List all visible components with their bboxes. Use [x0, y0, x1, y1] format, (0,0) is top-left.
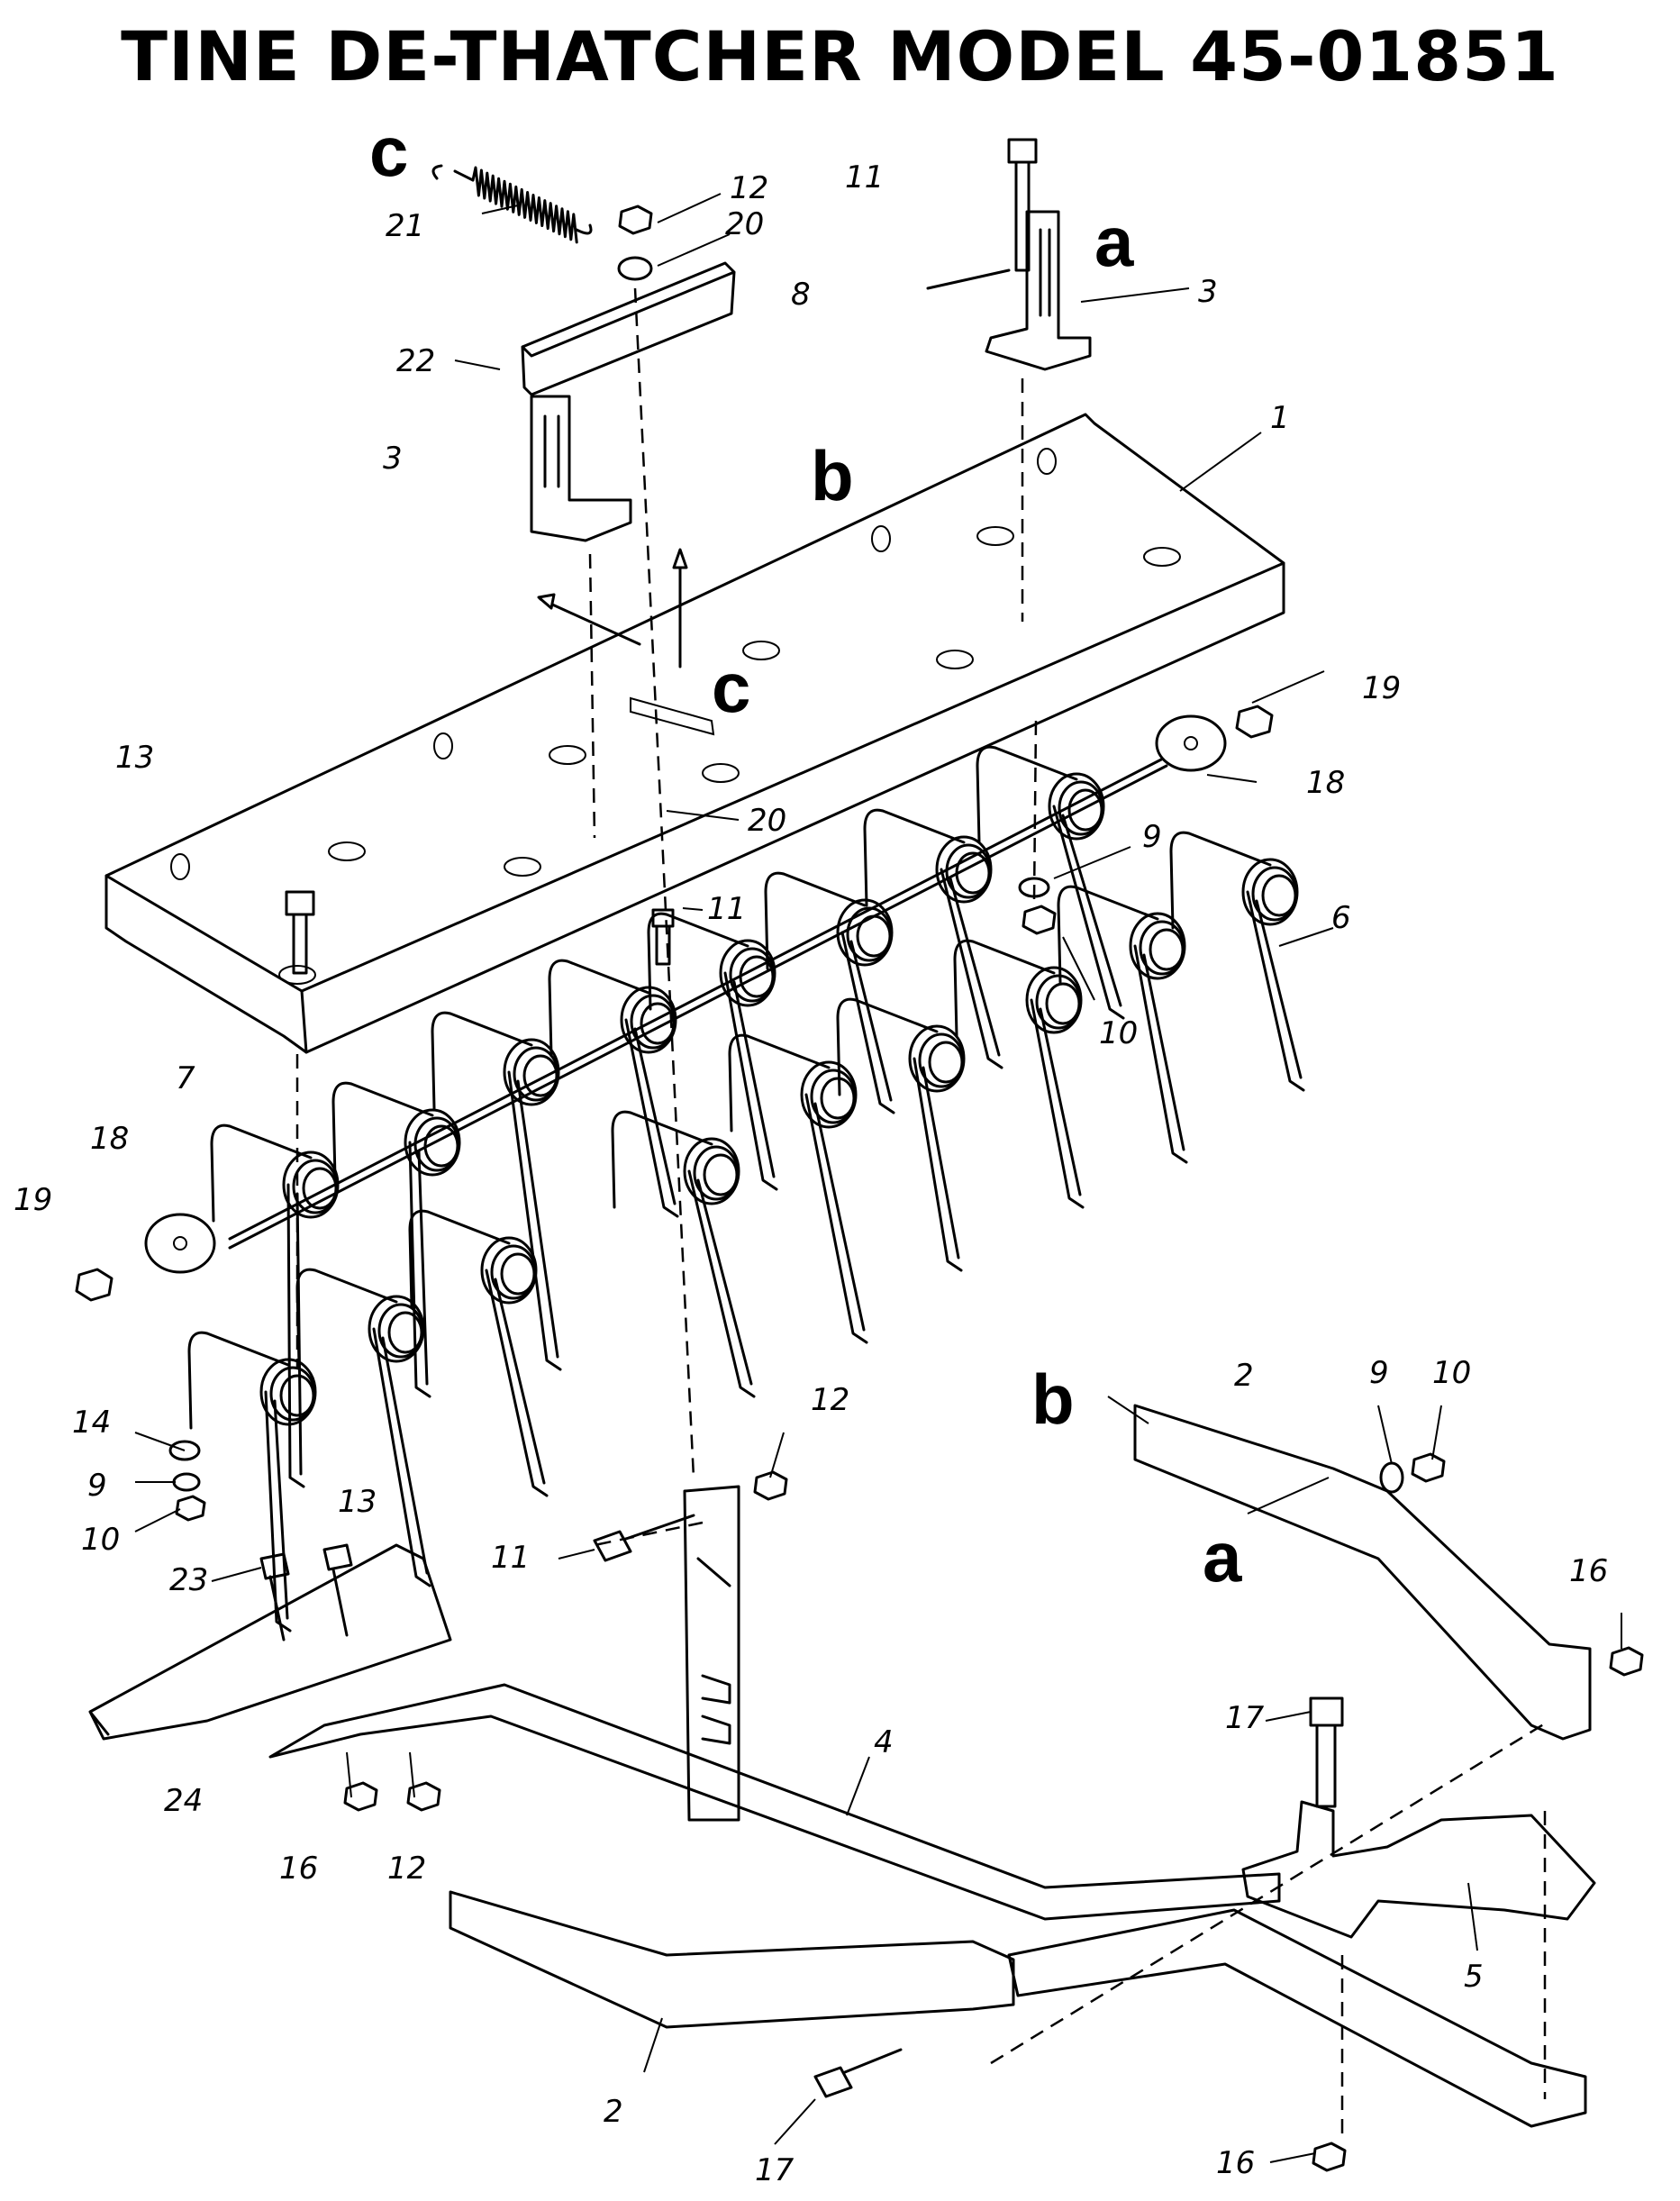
tine-7	[863, 808, 1003, 1069]
label-13-plate: 13	[115, 740, 154, 776]
label-23: 23	[169, 1562, 208, 1598]
label-14: 14	[72, 1405, 111, 1441]
label-17-upper: 17	[1225, 1700, 1265, 1736]
tine-14	[836, 997, 966, 1272]
label-10-plate: 10	[1099, 1015, 1138, 1051]
main-mounting-plate	[104, 413, 1285, 1054]
label-10-arm: 10	[1432, 1355, 1471, 1391]
tine-11	[408, 1209, 549, 1497]
tine-17	[1169, 831, 1305, 1092]
label-17-lower: 17	[755, 2152, 795, 2188]
label-16-lower: 16	[1216, 2145, 1255, 2181]
label-2-upper: 2	[1234, 1358, 1254, 1394]
part-number-labels: 1 2 2 3 3 4 5 6 7 8 9 9 9 10 10 10 11 11…	[14, 159, 1608, 2188]
tine-15	[953, 939, 1085, 1209]
tine-8	[976, 745, 1125, 1020]
label-11-post: 11	[491, 1540, 530, 1576]
label-11-top: 11	[845, 159, 884, 196]
tine-16	[1057, 885, 1188, 1164]
slotted-bracket-left	[530, 395, 632, 542]
label-11-plate: 11	[707, 891, 746, 927]
label-5: 5	[1464, 1959, 1484, 1995]
label-3-left: 3	[383, 441, 403, 477]
label-9-arm: 9	[1369, 1355, 1389, 1391]
label-18-left: 18	[90, 1121, 129, 1157]
plate-holes	[170, 448, 1181, 985]
arm-2-lower	[449, 1890, 1015, 2029]
washer-18-right	[1155, 714, 1227, 772]
label-12-post: 12	[811, 1382, 849, 1418]
label-12-bracket: 12	[387, 1851, 426, 1887]
label-3-right: 3	[1198, 274, 1218, 310]
tine-5	[647, 912, 778, 1191]
label-20-plate: 20	[748, 803, 786, 839]
tine-2	[331, 1081, 461, 1398]
tine-13	[728, 1033, 868, 1344]
label-9-plate: 9	[1142, 819, 1162, 855]
spring-tines	[187, 745, 1305, 1633]
tine-1	[210, 1123, 340, 1488]
arm-2-upper	[1133, 1404, 1592, 1741]
label-16-bracket: 16	[279, 1851, 318, 1887]
direction-arrows	[537, 548, 688, 668]
tine-9	[187, 1331, 317, 1633]
ref-letter-a-arm: a	[1203, 1517, 1242, 1596]
ref-letter-c-plate: c	[712, 648, 750, 727]
slotted-bracket-right	[985, 210, 1092, 371]
label-1: 1	[1270, 400, 1290, 436]
label-2-lower: 2	[604, 2094, 623, 2130]
label-19-right: 19	[1362, 670, 1401, 706]
label-24: 24	[164, 1783, 203, 1819]
ref-letter-b-arm: b	[1031, 1360, 1075, 1439]
label-18-right: 18	[1306, 765, 1345, 801]
tension-spring	[431, 164, 593, 244]
reference-letters: c a b c b a	[369, 112, 1242, 1596]
diagram-title: TINE DE-THATCHER MODEL 45-01851	[121, 16, 1559, 96]
tine-12	[611, 1110, 756, 1398]
hitch-post	[683, 1485, 740, 1822]
label-7: 7	[176, 1060, 195, 1096]
label-4: 4	[874, 1724, 894, 1760]
label-22: 22	[396, 343, 435, 379]
label-20-top: 20	[725, 206, 764, 242]
label-9-left: 9	[87, 1468, 107, 1504]
label-12-top: 12	[730, 170, 768, 206]
nut-19-left	[75, 1268, 114, 1302]
tine-6	[764, 871, 895, 1114]
label-19-left: 19	[14, 1182, 52, 1218]
ref-letter-a-bracket: a	[1094, 202, 1134, 281]
nut-19-right	[1235, 705, 1274, 739]
label-6: 6	[1331, 900, 1351, 936]
tine-shaft	[228, 755, 1168, 1250]
bolts	[259, 138, 1344, 2098]
ref-letter-c-spring: c	[369, 112, 408, 191]
assembly-lines	[295, 287, 1550, 2135]
nuts-and-washers	[168, 205, 1644, 2172]
label-10-left: 10	[81, 1522, 120, 1558]
label-8: 8	[791, 277, 811, 313]
bracket-22	[521, 261, 736, 396]
tine-10	[295, 1268, 431, 1587]
label-21: 21	[386, 208, 424, 244]
leader-lines	[134, 193, 1622, 2163]
ref-letter-b-plate: b	[811, 436, 854, 515]
label-13-bolt: 13	[338, 1484, 377, 1520]
tine-3	[431, 1011, 562, 1371]
bracket-5	[1241, 1800, 1596, 1939]
washer-18-left	[144, 1213, 216, 1274]
plate-5-lower	[1007, 1908, 1587, 2128]
label-16-arm: 16	[1569, 1553, 1608, 1589]
bracket-24	[88, 1543, 452, 1741]
